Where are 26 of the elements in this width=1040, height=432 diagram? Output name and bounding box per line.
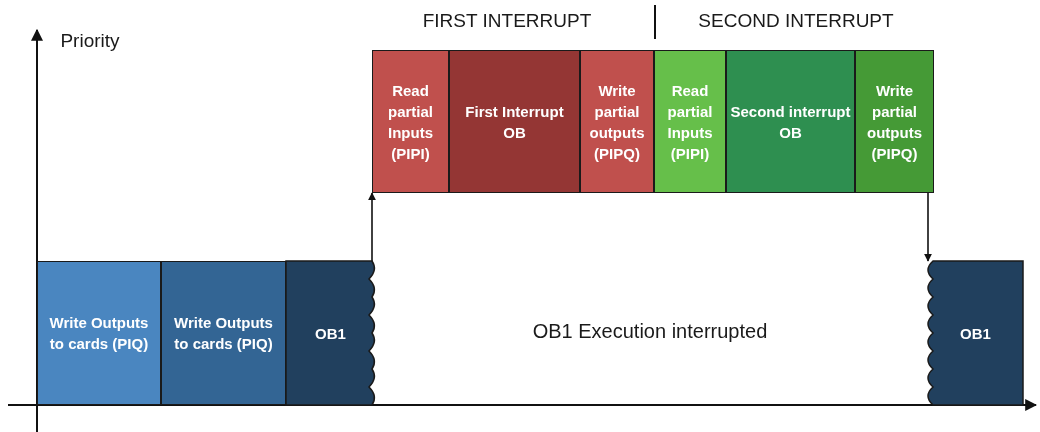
block-text: Write partial outputs (PIPQ) bbox=[866, 80, 923, 164]
section-heading: FIRST INTERRUPT bbox=[422, 10, 592, 32]
arrow bbox=[924, 192, 932, 262]
process-block bbox=[161, 261, 286, 405]
region-label: OB1 Execution interrupted bbox=[532, 320, 768, 343]
process-block bbox=[580, 50, 654, 193]
section-heading: SECOND INTERRUPT bbox=[698, 10, 894, 32]
process-block bbox=[37, 261, 161, 405]
process-block bbox=[928, 261, 1023, 405]
block-text: Second interrupt OB bbox=[729, 101, 852, 143]
process-block bbox=[286, 261, 375, 405]
process-block bbox=[726, 50, 855, 193]
block-text: Write Outputs to cards (PIQ) bbox=[48, 313, 150, 354]
block-text: OB1 bbox=[314, 323, 347, 344]
block-text: First Interrupt OB bbox=[464, 101, 565, 143]
block-text: Write Outputs to cards (PIQ) bbox=[173, 313, 274, 354]
process-block bbox=[449, 50, 580, 193]
process-block bbox=[855, 50, 934, 193]
block-text: Read partial Inputs (PIPI) bbox=[666, 80, 714, 164]
arrow bbox=[368, 192, 376, 262]
block-text: Read partial Inputs (PIPI) bbox=[387, 80, 434, 164]
axis-label: Priority bbox=[60, 30, 120, 52]
block-text: Write partial outputs (PIPQ) bbox=[588, 80, 646, 164]
process-block bbox=[372, 50, 449, 193]
process-block bbox=[654, 50, 726, 193]
block-text: OB1 bbox=[959, 323, 992, 344]
